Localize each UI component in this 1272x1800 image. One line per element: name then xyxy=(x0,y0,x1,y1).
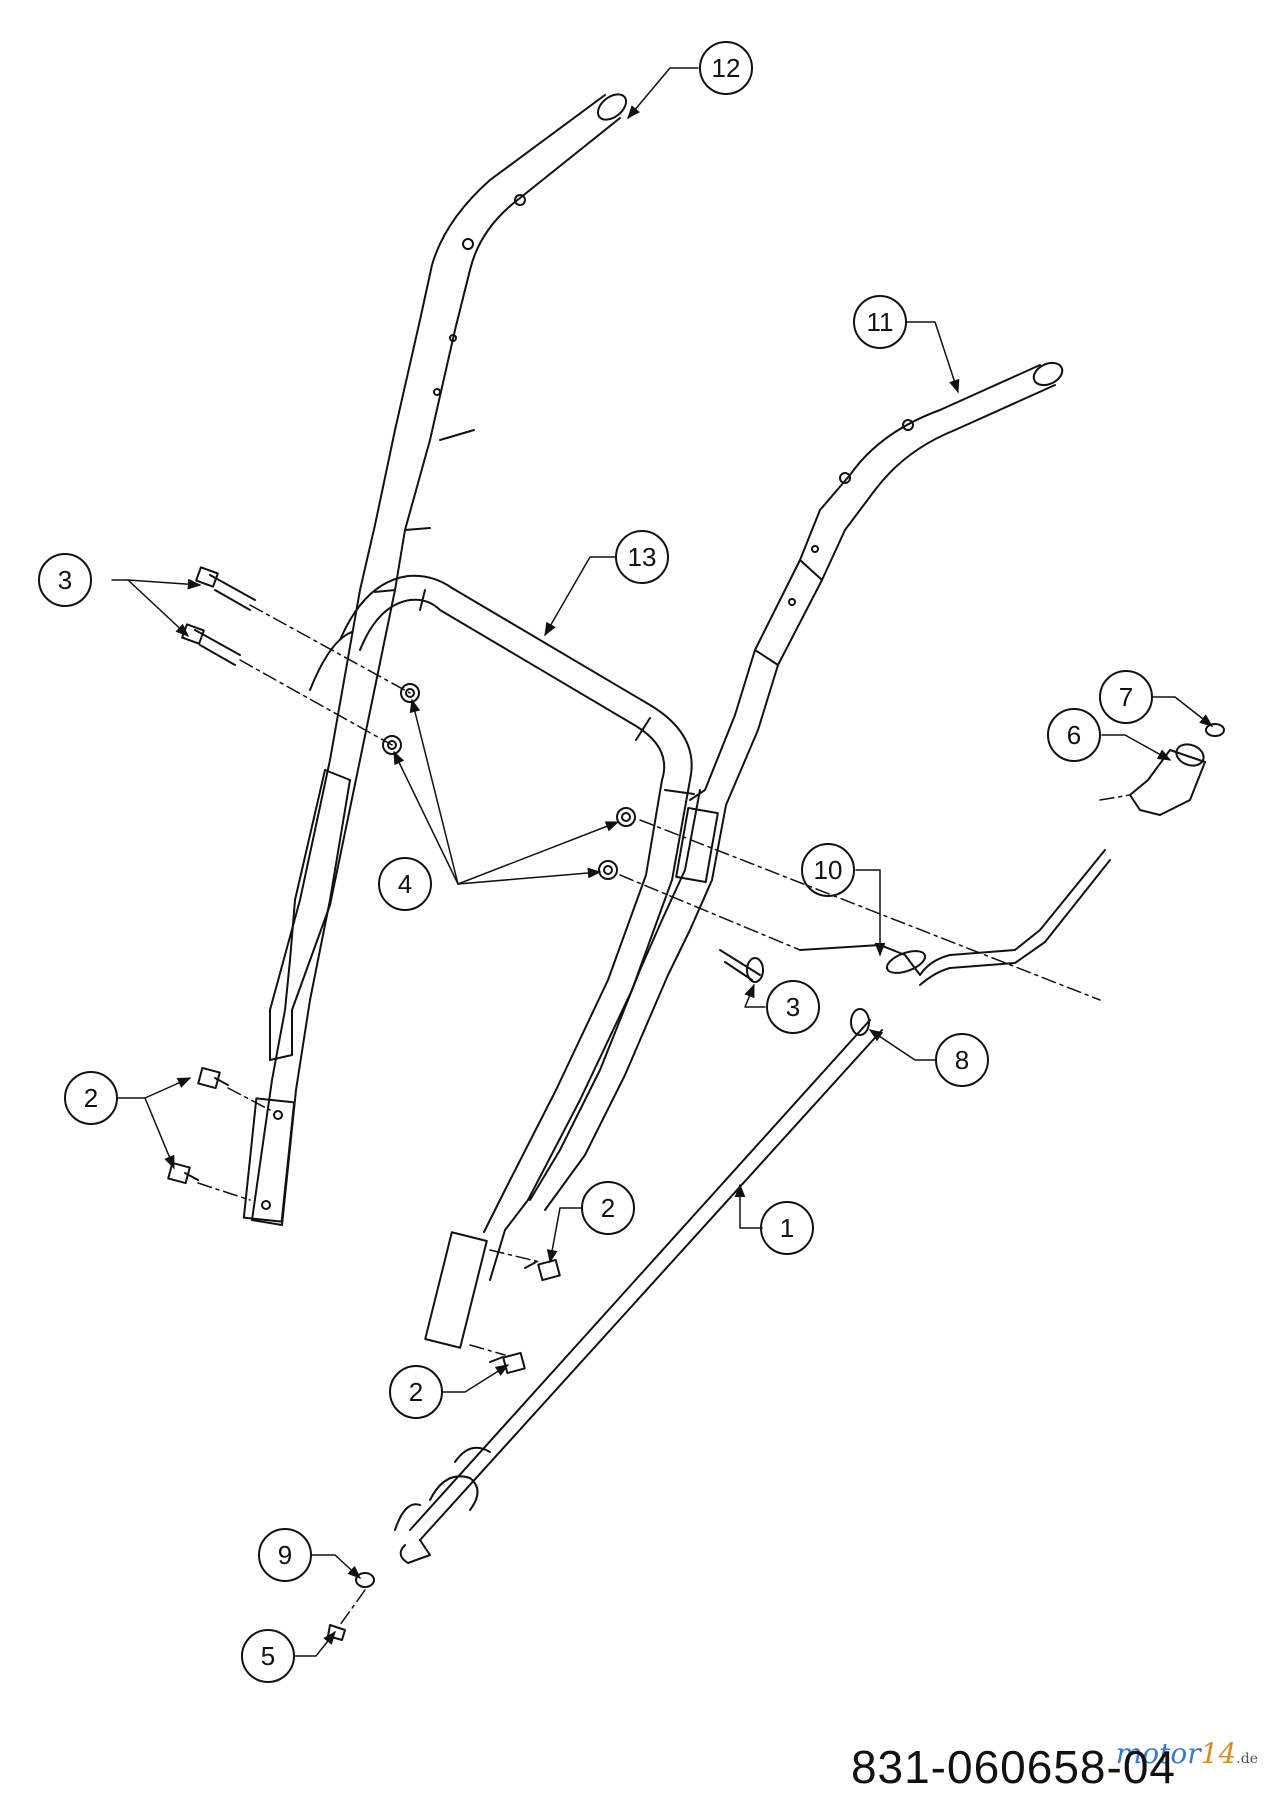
callout-3-upper: 3 xyxy=(58,565,72,595)
upper-handle-left xyxy=(269,93,628,1061)
callout-10: 10 xyxy=(814,855,843,885)
callout-4: 4 xyxy=(398,869,412,899)
watermark-logo: motor14.de xyxy=(1116,1737,1258,1770)
callout-6: 6 xyxy=(1067,720,1081,750)
callout-12: 12 xyxy=(712,53,741,83)
knob-sleeve xyxy=(1129,743,1206,816)
callout-circles xyxy=(38,41,1153,1683)
callout-7: 7 xyxy=(1119,682,1133,712)
callout-9: 9 xyxy=(278,1540,292,1570)
callout-11: 11 xyxy=(867,307,894,337)
nuts-part-4 xyxy=(382,683,636,880)
part-number: 831-060658-04 xyxy=(850,1741,1176,1793)
lower-handle-left xyxy=(242,631,353,1226)
bolts-part-3 xyxy=(181,566,764,983)
upper-handle-right xyxy=(689,361,1064,806)
small-parts xyxy=(327,723,1225,1641)
lower-handle-u xyxy=(339,574,695,1349)
center-bracket xyxy=(529,789,727,1211)
callout-3-lower: 3 xyxy=(786,992,800,1022)
callout-5: 5 xyxy=(261,1641,275,1671)
callout-labels: 12 11 13 3 7 6 4 10 3 8 2 1 2 2 9 5 xyxy=(58,53,1133,1671)
watermark-part-a: motor xyxy=(1115,1737,1201,1770)
bolts-part-2 xyxy=(167,1066,561,1375)
callout-2-left: 2 xyxy=(84,1083,98,1113)
shift-rod xyxy=(799,849,1111,986)
callout-1: 1 xyxy=(780,1213,794,1243)
callout-2-right-upper: 2 xyxy=(601,1193,615,1223)
watermark-part-c: .de xyxy=(1236,1751,1258,1767)
leader-lines xyxy=(111,67,1214,1657)
control-rod xyxy=(394,1019,883,1564)
callout-8: 8 xyxy=(955,1045,969,1075)
callout-2-right-lower: 2 xyxy=(409,1377,423,1407)
callout-13: 13 xyxy=(628,542,657,572)
watermark-part-b: 14 xyxy=(1200,1737,1237,1770)
assembly-lines xyxy=(197,604,1131,1626)
